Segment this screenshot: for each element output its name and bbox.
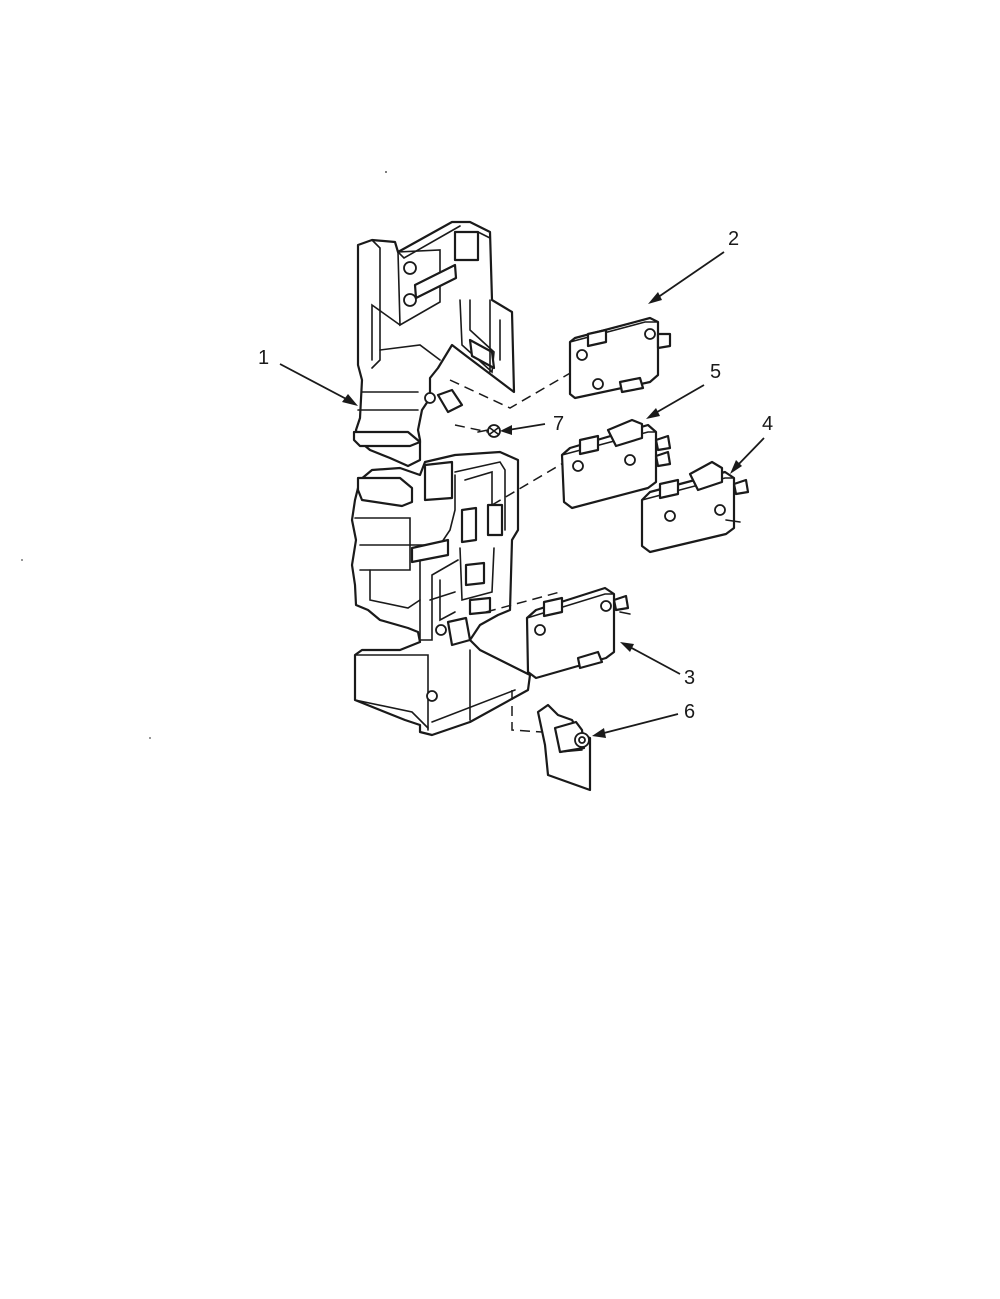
actuator-lever-part-6 xyxy=(536,703,592,792)
callout-label-3: 3 xyxy=(684,667,695,689)
callout-label-2: 2 xyxy=(728,228,739,250)
callout-6: 6 xyxy=(592,701,695,738)
callout-label-1: 1 xyxy=(258,347,269,369)
micro-switch-part-4 xyxy=(640,460,750,554)
screw-part-7 xyxy=(477,424,501,438)
micro-switch-part-3 xyxy=(525,586,631,680)
callout-label-6: 6 xyxy=(684,701,695,723)
latch-bracket-part-1 xyxy=(350,220,532,737)
callout-7: 7 xyxy=(500,413,564,435)
callout-label-5: 5 xyxy=(710,361,721,383)
callout-4: 4 xyxy=(730,413,773,474)
micro-switch-part-5 xyxy=(560,418,672,510)
micro-switch-part-2 xyxy=(568,316,672,400)
callout-1: 1 xyxy=(258,347,358,406)
assembly-guide-lines xyxy=(449,371,573,733)
callout-2: 2 xyxy=(648,228,739,304)
callout-5: 5 xyxy=(646,361,721,419)
scan-specks xyxy=(21,171,387,739)
callout-label-7: 7 xyxy=(553,413,564,435)
callout-3: 3 xyxy=(620,642,695,689)
callout-label-4: 4 xyxy=(762,413,773,435)
